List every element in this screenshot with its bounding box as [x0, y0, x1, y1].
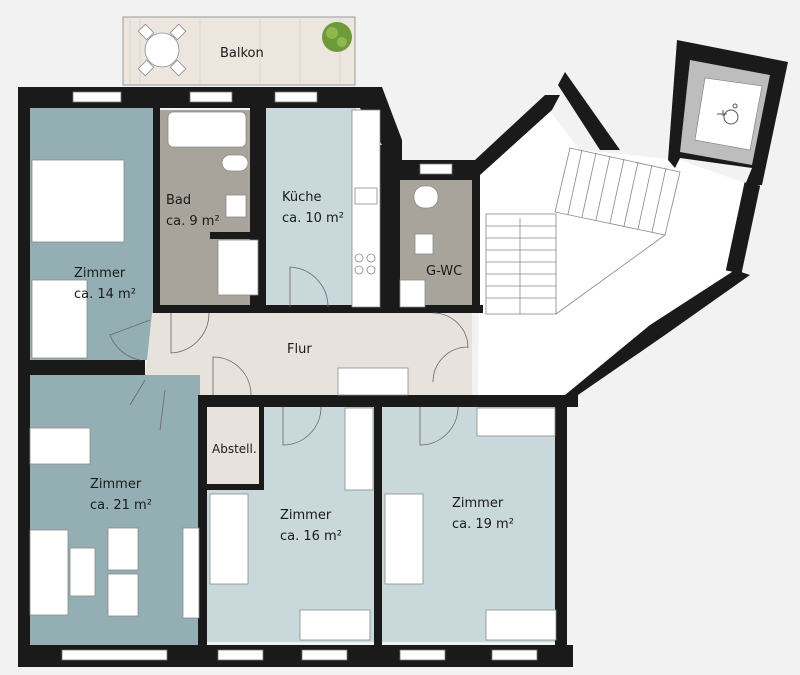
- stove-icon: [354, 253, 376, 275]
- kitchen-counter: [351, 109, 381, 308]
- room-name: Zimmer: [280, 508, 332, 523]
- room-kueche[interactable]: [266, 108, 356, 308]
- furniture: [29, 109, 557, 641]
- staircase-area[interactable]: [478, 105, 750, 395]
- balcony[interactable]: Balkon: [122, 16, 356, 86]
- shower-icon: [217, 239, 259, 296]
- doors: [109, 266, 469, 446]
- room-name: Flur: [287, 342, 312, 357]
- room-name: Abstell.: [212, 442, 257, 456]
- wardrobe-icon: [476, 407, 556, 437]
- room-name: Küche: [282, 190, 322, 205]
- sink-icon: [225, 194, 247, 218]
- plant-icon: [322, 22, 352, 52]
- dining-table-icon: [29, 427, 91, 465]
- room-name: Zimmer: [90, 477, 142, 492]
- bed-icon: [209, 493, 249, 585]
- windows: [61, 91, 538, 661]
- desk-icon: [485, 609, 557, 641]
- elevator[interactable]: [680, 60, 770, 165]
- table-chairs-icon: [137, 23, 187, 77]
- bed-icon: [31, 159, 125, 243]
- room-name: G-WC: [426, 264, 462, 279]
- toilet-icon: [413, 185, 439, 209]
- room-name: Bad: [166, 193, 191, 208]
- balcony-label: Balkon: [220, 46, 264, 61]
- room-area: ca. 14 m²: [74, 287, 136, 302]
- sofa-icon: [29, 529, 69, 616]
- room-name: Zimmer: [452, 496, 504, 511]
- bed-icon: [384, 493, 424, 585]
- wheelchair-icon: [717, 103, 739, 125]
- room-area: ca. 16 m²: [280, 529, 342, 544]
- room-labels: Zimmer ca. 14 m² Bad ca. 9 m² Küche ca. …: [74, 190, 514, 544]
- room-area: ca. 10 m²: [282, 211, 344, 226]
- wardrobe-icon: [344, 407, 374, 491]
- room-area: ca. 9 m²: [166, 214, 220, 229]
- kitchen-sink-icon: [354, 187, 378, 205]
- room-area: ca. 19 m²: [452, 517, 514, 532]
- stairs: [485, 147, 681, 315]
- bathtub-icon: [167, 111, 247, 148]
- desk-icon: [299, 609, 371, 641]
- toilet-icon: [221, 154, 249, 172]
- room-name: Zimmer: [74, 266, 126, 281]
- room-area: ca. 21 m²: [90, 498, 152, 513]
- sink-icon: [399, 279, 426, 308]
